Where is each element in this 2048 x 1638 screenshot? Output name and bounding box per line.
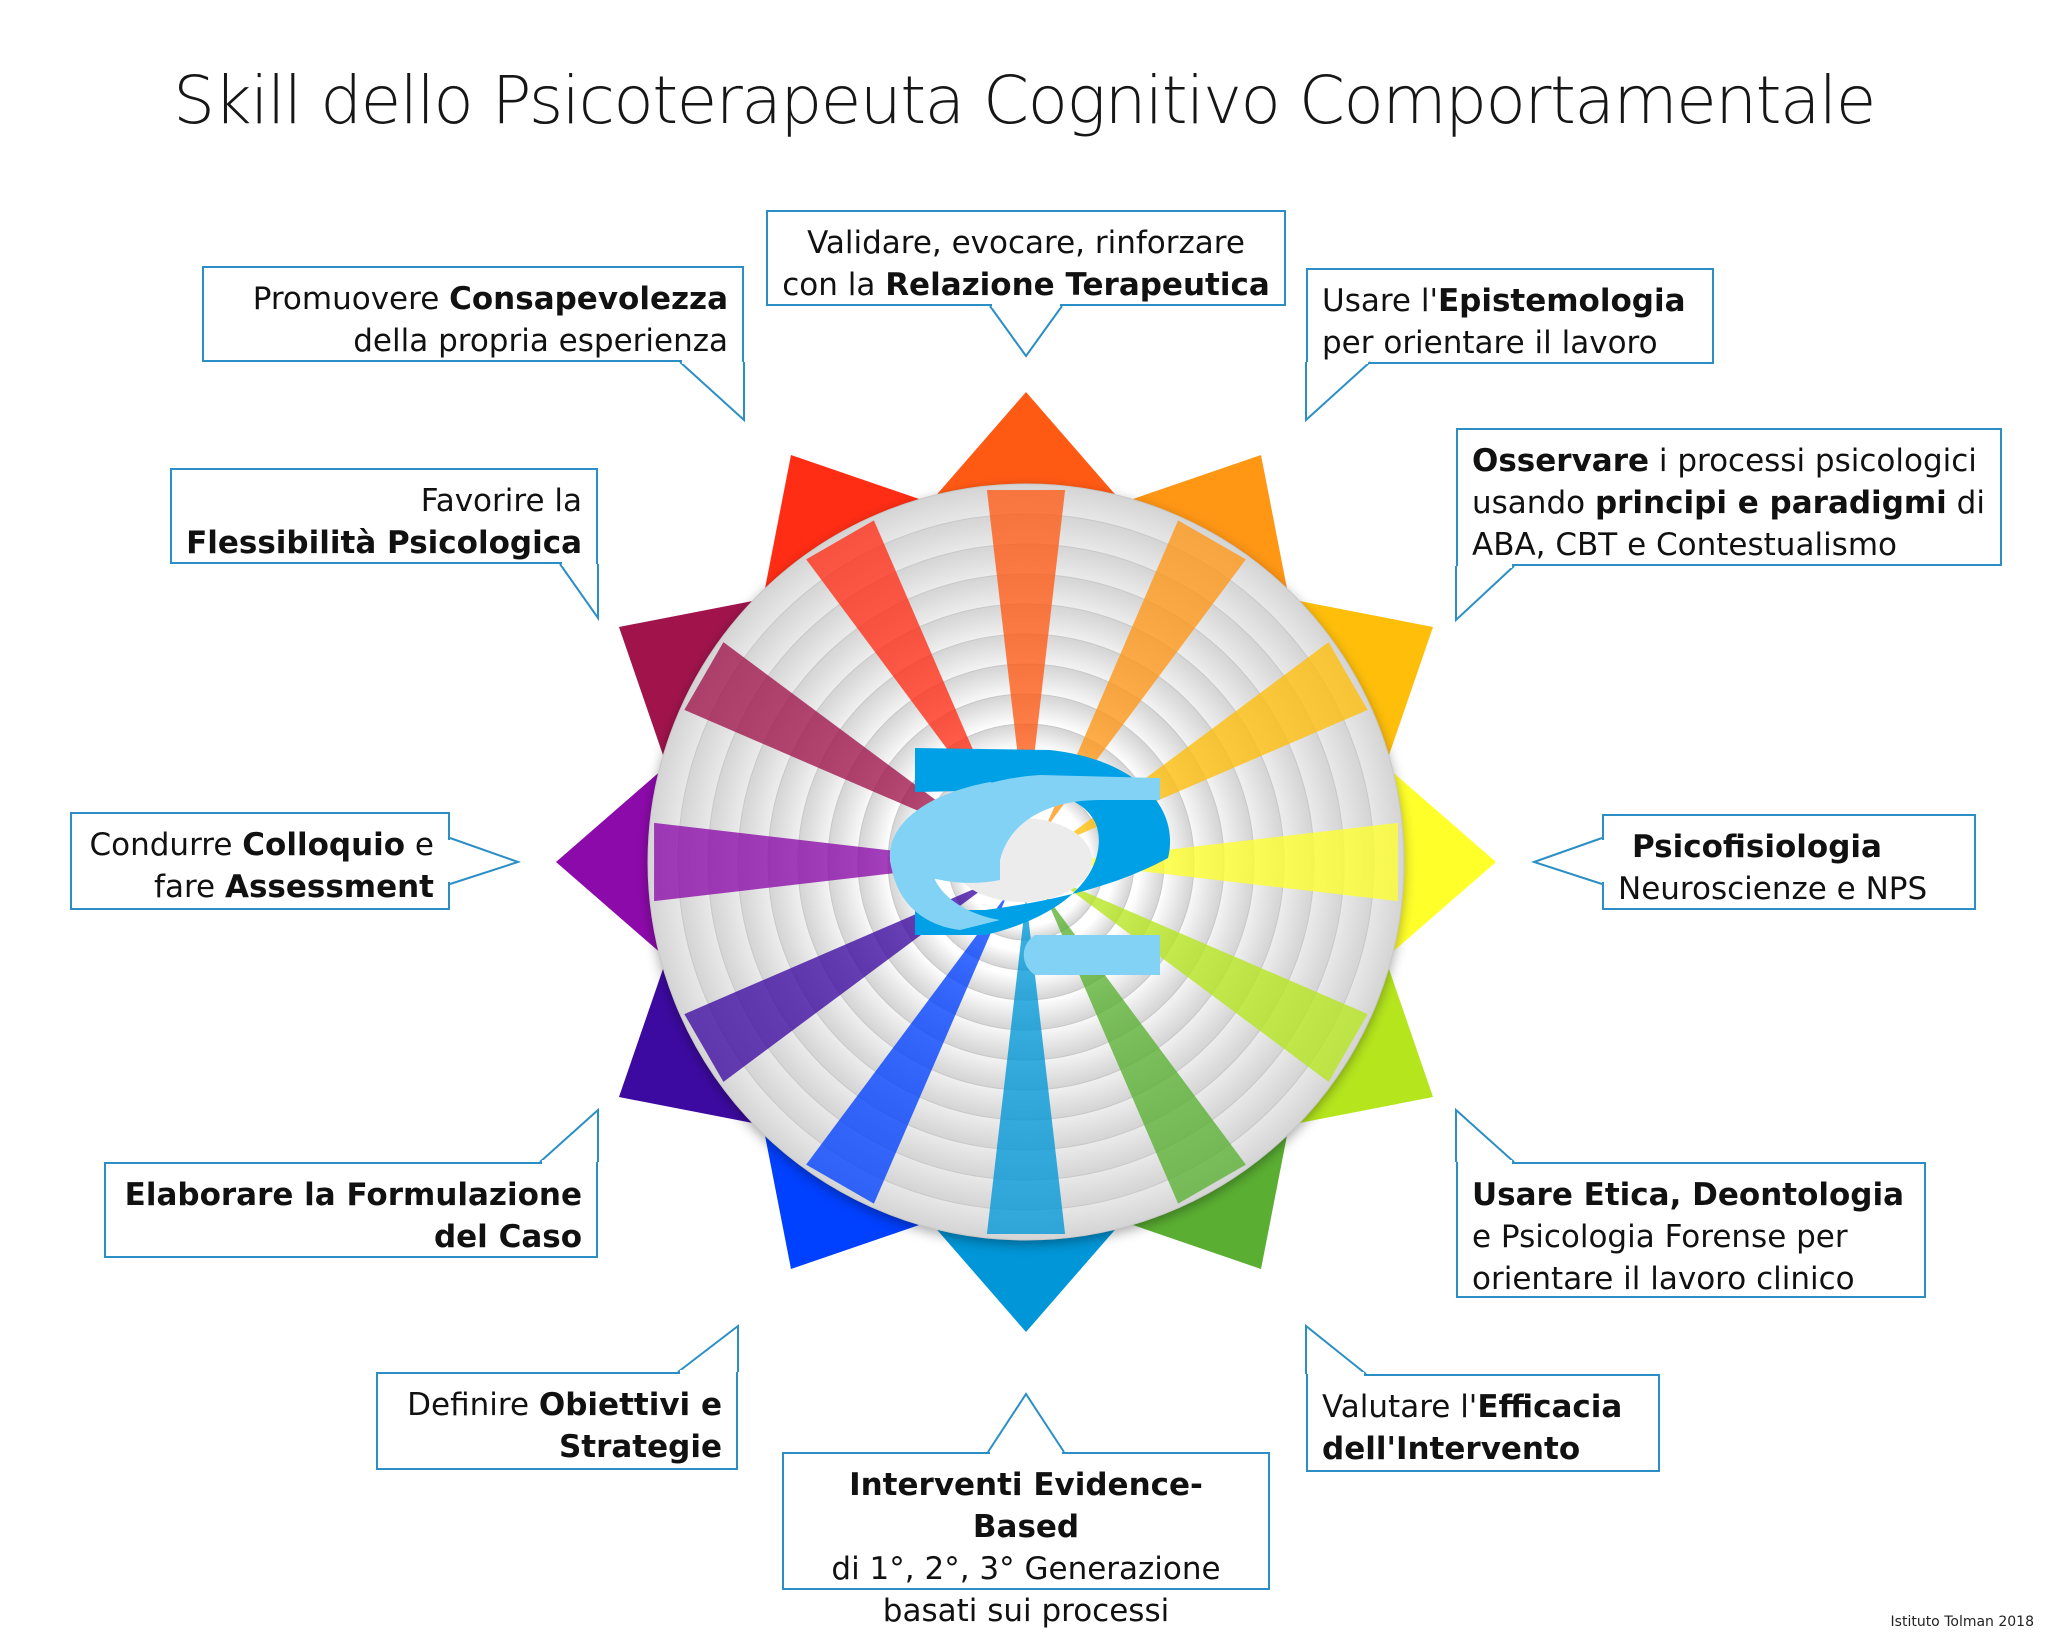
callout-text-line: di 1°, 2°, 3° Generazione bbox=[831, 1551, 1221, 1587]
callout-bold-text: Flessibilità Psicologica bbox=[186, 525, 582, 561]
callout-text-line: Usare l' bbox=[1322, 283, 1438, 319]
callout-text-line: con la bbox=[782, 267, 886, 303]
callout-text-line: i processi psicologici bbox=[1649, 443, 1977, 479]
callout-text-line: orientare il lavoro clinico bbox=[1472, 1261, 1855, 1297]
callout-flessibilita: Favorire la Flessibilità Psicologica bbox=[170, 468, 598, 564]
callout-text-line: usando bbox=[1472, 485, 1595, 521]
callout-efficacia: Valutare l'Efficacia dell'Intervento bbox=[1306, 1374, 1660, 1472]
callout-bold-text: Consapevolezza bbox=[449, 281, 728, 317]
callout-bold-text: Interventi Evidence-Based bbox=[849, 1467, 1203, 1545]
callout-bold-text: Usare Etica, Deontologia bbox=[1472, 1177, 1905, 1213]
callout-bold-text: Strategie bbox=[558, 1429, 722, 1465]
callout-bold-text: Osservare bbox=[1472, 443, 1650, 479]
star-point bbox=[929, 392, 1123, 503]
star-point bbox=[929, 1221, 1123, 1332]
callout-text-line: di bbox=[1946, 485, 1985, 521]
callout-text-line: fare bbox=[154, 869, 225, 905]
tolman-logo bbox=[889, 748, 1171, 975]
callout-text-line: Favorire la bbox=[420, 483, 582, 519]
logo-left-lobe bbox=[889, 782, 1020, 930]
callout-text-line: e bbox=[405, 827, 434, 863]
callout-consapevolezza: Promuovere Consapevolezza della propria … bbox=[202, 266, 744, 362]
footer-credit: Istituto Tolman 2018 bbox=[1890, 1614, 2034, 1630]
callout-bold-text: dell'Intervento bbox=[1322, 1431, 1581, 1467]
star-point bbox=[556, 765, 667, 959]
callout-bold-text: Relazione Terapeutica bbox=[885, 267, 1270, 303]
callout-text-line: per orientare il lavoro bbox=[1322, 325, 1658, 361]
callout-bold-text: Assessment bbox=[224, 869, 434, 905]
wheel-ray bbox=[986, 490, 1066, 826]
wheel-ray bbox=[1057, 880, 1368, 1082]
page-title: Skill dello Psicoterapeuta Cognitivo Com… bbox=[173, 62, 1876, 139]
wheel-ray bbox=[1062, 822, 1398, 902]
callout-colloquio: Condurre Colloquio e fare Assessment bbox=[70, 812, 450, 910]
wheel-ray bbox=[806, 893, 1008, 1204]
callout-relazione-terapeutica: Validare, evocare, rinforzare con la Rel… bbox=[766, 210, 1286, 306]
callout-text-line: Promuovere bbox=[252, 281, 450, 317]
callout-text-line: ABA, CBT e Contestualismo bbox=[1472, 527, 1897, 563]
wheel-ray bbox=[654, 822, 990, 902]
callout-bold-text: principi e paradigmi bbox=[1594, 485, 1947, 521]
callout-psicofisiologia: Psicofisiologia Neuroscienze e NPS bbox=[1602, 814, 1976, 910]
callout-bold-text: Elaborare la Formulazione bbox=[124, 1177, 582, 1213]
callout-bold-text: Psicofisiologia bbox=[1632, 829, 1882, 865]
star-point bbox=[1385, 765, 1496, 959]
callout-text-line: basati sui processi bbox=[882, 1593, 1170, 1629]
wheel-ray bbox=[1044, 520, 1246, 831]
wheel-ray bbox=[684, 642, 995, 844]
callout-bold-text: Obiettivi e bbox=[538, 1387, 722, 1423]
callout-obiettivi: Definire Obiettivi e Strategie bbox=[376, 1372, 738, 1470]
callout-text-line: e Psicologia Forense per bbox=[1472, 1219, 1848, 1255]
callout-etica: Usare Etica, Deontologia e Psicologia Fo… bbox=[1456, 1162, 1926, 1298]
callout-bold-text: Colloquio bbox=[242, 827, 406, 863]
callout-text-line: della propria esperienza bbox=[353, 323, 728, 359]
callout-text-line: Definire bbox=[407, 1387, 539, 1423]
callout-bold-text: del Caso bbox=[433, 1219, 582, 1255]
callout-epistemologia: Usare l'Epistemologia per orientare il l… bbox=[1306, 268, 1714, 364]
callout-interventi: Interventi Evidence-Based di 1°, 2°, 3° … bbox=[782, 1452, 1270, 1629]
callout-bold-text: Epistemologia bbox=[1437, 283, 1686, 319]
callout-bold-text: Efficacia bbox=[1477, 1389, 1623, 1425]
callout-text-line: Valutare l' bbox=[1322, 1389, 1478, 1425]
callout-text-line: Neuroscienze e NPS bbox=[1618, 871, 1928, 907]
logo-bottom-bar bbox=[1023, 935, 1160, 975]
callout-text-line: Validare, evocare, rinforzare bbox=[807, 225, 1245, 261]
callout-formulazione: Elaborare la Formulazione del Caso bbox=[104, 1162, 598, 1258]
callout-osservare: Osservare i processi psicologici usando … bbox=[1456, 428, 2002, 566]
callout-text-line: Condurre bbox=[89, 827, 243, 863]
wheel-ray bbox=[986, 898, 1066, 1234]
